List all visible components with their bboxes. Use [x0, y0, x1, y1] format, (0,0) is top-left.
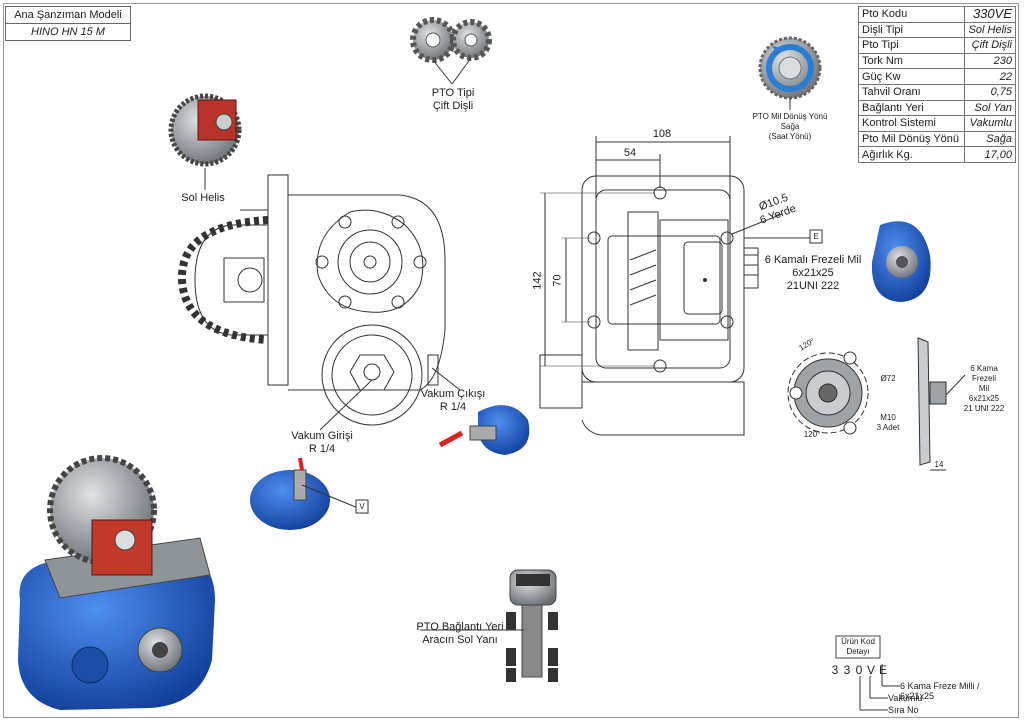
- side-shaft-spec: 6 Kama Frezeli Mil 6x21x25 21 UNI 222: [954, 364, 1014, 414]
- bolt-spec: M10 3 Adet: [870, 413, 906, 433]
- vacuum-output-label: Vakum Çıkışı R 1/4: [418, 388, 488, 414]
- vacuum-input-label: Vakum Girişi R 1/4: [284, 430, 360, 456]
- spec-value: 17,00: [963, 146, 1017, 163]
- bolt-line2: 3 Adet: [876, 423, 900, 432]
- code-digit: 3: [831, 663, 839, 677]
- flange-photo: [871, 221, 931, 302]
- side-line1: 6 Kama: [970, 364, 998, 373]
- helical-gear-photo: [168, 93, 242, 190]
- spec-label: Ağırlık Kg.: [858, 146, 965, 163]
- connection-label: PTO Bağlantı Yeri Aracın Sol Yanı: [410, 621, 510, 647]
- shaft-line3: 21UNI 222: [786, 280, 840, 292]
- angle-bottom: 120°: [803, 430, 821, 439]
- code-desc-v: Vakumlu: [888, 693, 923, 703]
- model-box: Ana Şanzıman Modeli HINO HN 15 M: [5, 6, 131, 41]
- rotation-line2: Sağa: [780, 122, 800, 131]
- dim-142: 142: [531, 271, 544, 290]
- spec-row: Ağırlık Kg.17,00: [858, 146, 1017, 163]
- shaft-label: 6 Kamalı Frezeli Mil 6x21x25 21UNI 222: [758, 254, 868, 293]
- double-gear-icon: [410, 17, 492, 85]
- drawing-frame: [3, 3, 1019, 718]
- code-desc-sira: Sıra No: [888, 705, 919, 715]
- spec-value: Sağa: [963, 130, 1017, 148]
- rotation-direction-icon: [758, 36, 822, 110]
- pto-product-photo: [18, 455, 215, 710]
- rotation-line1: PTO Mil Dönüş Yönü: [752, 112, 828, 121]
- code-digit: E: [878, 663, 887, 677]
- dim-108: 108: [652, 128, 672, 140]
- model-value: HINO HN 15 M: [31, 26, 105, 38]
- product-code-diagram: [835, 635, 900, 711]
- dim-70: 70: [551, 274, 564, 287]
- spec-label: Dişli Tipi: [858, 21, 965, 39]
- rotation-line3: (Saat Yönü): [768, 132, 812, 141]
- spec-value: 330VE: [963, 6, 1017, 23]
- vacuum-output-line1: Vakum Çıkışı: [420, 388, 486, 400]
- spec-label: Bağlantı Yeri: [858, 99, 965, 117]
- flange-diameter: Ø72: [880, 374, 896, 383]
- pto-front-view: [539, 136, 823, 436]
- code-digit: 0: [855, 663, 863, 677]
- dim-54: 54: [623, 147, 637, 159]
- vacuum-input-line2: R 1/4: [308, 443, 336, 455]
- bolt-line1: M10: [880, 413, 896, 422]
- spec-value: 0,75: [963, 83, 1017, 101]
- spec-value: 22: [963, 68, 1017, 85]
- code-title-line1: Ürün Kod: [841, 637, 875, 646]
- pto-side-view: [177, 174, 461, 431]
- e-marker: E: [813, 232, 819, 241]
- spec-value: Sol Helis: [963, 21, 1017, 39]
- side-line5: 21 UNI 222: [963, 404, 1005, 413]
- rotation-label: PTO Mil Dönüş Yönü Sağa (Saat Yönü): [740, 112, 840, 142]
- code-title-line2: Detayı: [846, 647, 870, 656]
- code-digit: 3: [843, 663, 851, 677]
- model-label: Ana Şanzıman Modeli: [6, 7, 130, 24]
- pto-type-label: PTO Tipi Çift Dişli: [418, 87, 488, 113]
- truck-top-view-icon: [420, 569, 558, 682]
- side-line2: Frezeli: [971, 374, 996, 383]
- sol-helis-label: Sol Helis: [181, 192, 225, 204]
- shaft-line2: 6x21x25: [792, 267, 834, 279]
- v-marker: V: [359, 502, 365, 511]
- side-dim: 14: [934, 460, 944, 469]
- side-line4: 6x21x25: [968, 394, 1000, 403]
- pto-type-line1: PTO Tipi: [431, 87, 475, 99]
- connection-line2: Aracın Sol Yanı: [422, 634, 498, 646]
- shaft-line1: 6 Kamalı Frezeli Mil: [764, 254, 862, 266]
- code-title: Ürün Kod Detayı: [836, 637, 880, 657]
- code-digit: V: [866, 663, 875, 677]
- connection-line1: PTO Bağlantı Yeri: [416, 621, 504, 633]
- vacuum-input-line1: Vakum Girişi: [291, 430, 353, 442]
- spec-label: Kontrol Sistemi: [858, 115, 965, 132]
- spec-label: Pto Tipi: [858, 37, 965, 54]
- flange-detail-drawing: [787, 337, 966, 471]
- side-line3: Mil: [978, 384, 990, 393]
- code-desc-e: 6 Kama Freze Milli / 6x21x25: [900, 681, 980, 701]
- vacuum-output-photo: [438, 405, 530, 455]
- vacuum-input-photo: [250, 457, 369, 530]
- pto-type-line2: Çift Dişli: [432, 100, 474, 112]
- vacuum-output-line2: R 1/4: [439, 401, 467, 413]
